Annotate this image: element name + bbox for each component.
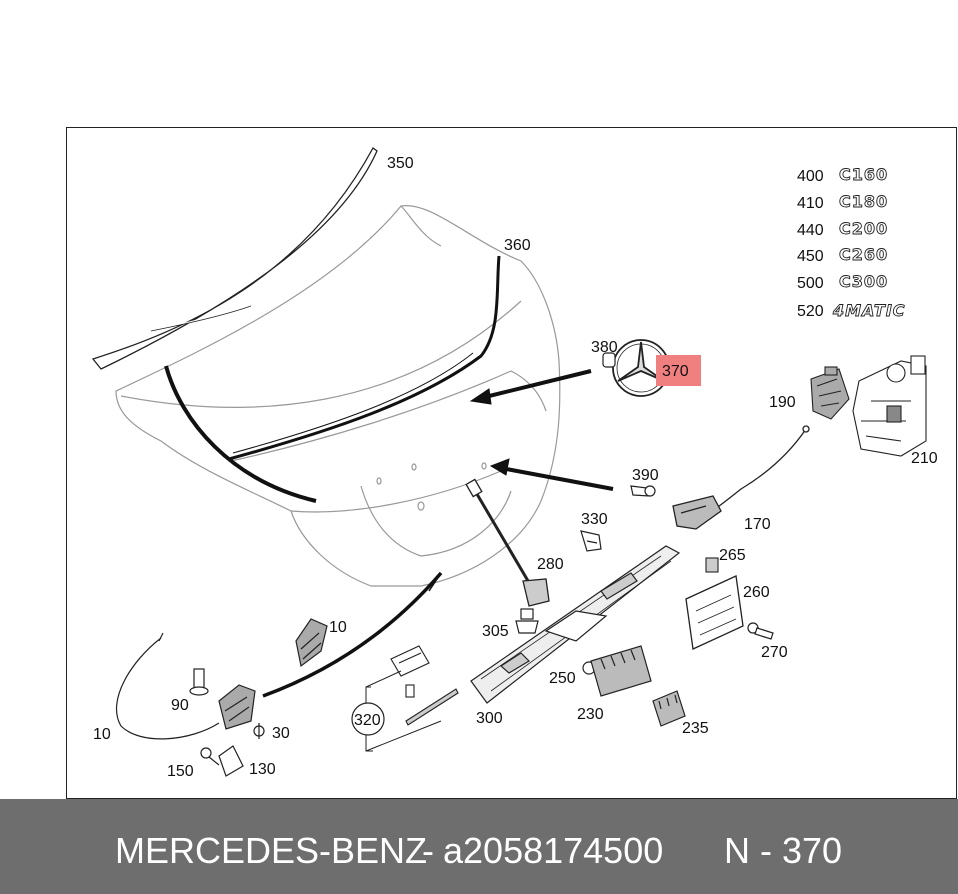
variant-code[interactable]: 440 <box>797 222 824 239</box>
screw-part-270[interactable] <box>747 622 774 640</box>
connector-part-235[interactable] <box>652 690 686 727</box>
cable-part-170[interactable] <box>672 425 810 530</box>
callout-90[interactable]: 90 <box>171 697 189 714</box>
callout-265[interactable]: 265 <box>719 547 746 564</box>
callout-250[interactable]: 250 <box>549 670 576 687</box>
callout-270[interactable]: 270 <box>761 644 788 661</box>
callout-300[interactable]: 300 <box>476 710 503 727</box>
callout-350[interactable]: 350 <box>387 155 414 172</box>
bolt-part-390[interactable] <box>630 485 656 497</box>
clip-part-330[interactable] <box>580 530 602 552</box>
variant-code[interactable]: 520 <box>797 303 824 320</box>
bolt-part-90[interactable] <box>189 668 209 696</box>
callout-380[interactable]: 380 <box>591 339 618 356</box>
callout-circle-320 <box>351 702 385 736</box>
switch-part-230[interactable] <box>590 645 652 697</box>
brand-name: MERCEDES-BENZ <box>115 830 428 871</box>
callout-235[interactable]: 235 <box>682 720 709 737</box>
callout-230[interactable]: 230 <box>577 706 604 723</box>
screw-part-30[interactable] <box>253 723 265 739</box>
callout-390[interactable]: 390 <box>632 467 659 484</box>
callout-170[interactable]: 170 <box>744 516 771 533</box>
callout-10-lower[interactable]: 10 <box>93 726 111 743</box>
callout-30[interactable]: 30 <box>272 725 290 742</box>
parts-diagram-frame: 350 360 380 370 390 190 210 170 330 280 … <box>66 127 957 799</box>
bracket-plate-part-260[interactable] <box>685 575 744 650</box>
trunk-lid-drawing <box>115 205 561 587</box>
actuator-part-210[interactable] <box>852 355 927 457</box>
variant-badge: C200 <box>839 219 888 238</box>
screw-part-150[interactable] <box>200 747 220 766</box>
parts-diagram: 350 360 380 370 390 190 210 170 330 280 … <box>91 147 938 780</box>
callout-10-upper[interactable]: 10 <box>329 619 347 636</box>
part-number: a2058174500 <box>443 830 664 871</box>
variant-badge: 4MATIC <box>832 301 906 320</box>
clip-part-265[interactable] <box>705 557 719 573</box>
callout-330[interactable]: 330 <box>581 511 608 528</box>
callout-150[interactable]: 150 <box>167 763 194 780</box>
cable-part-10-lower[interactable] <box>115 632 220 740</box>
callout-370[interactable]: 370 <box>662 363 689 380</box>
retainer-part-305[interactable] <box>515 608 539 634</box>
footer-separator: - <box>422 830 434 871</box>
highlight-box-370 <box>656 355 701 386</box>
callout-305[interactable]: 305 <box>482 623 509 640</box>
pad-part-320[interactable] <box>390 645 459 726</box>
variant-badge: C160 <box>839 165 888 184</box>
variant-badge: C260 <box>839 245 888 264</box>
variant-badge: C180 <box>839 192 888 211</box>
assembly-arrows <box>262 369 614 698</box>
variant-code[interactable]: 450 <box>797 248 824 265</box>
handle-strip-part-300[interactable] <box>470 545 681 704</box>
hinge-part-10-upper[interactable] <box>295 618 328 668</box>
variant-code[interactable]: 400 <box>797 168 824 185</box>
clip-part-380[interactable] <box>602 352 616 368</box>
callout-280[interactable]: 280 <box>537 556 564 573</box>
cover-part-130[interactable] <box>218 745 244 777</box>
lock-module-part-190[interactable] <box>810 366 850 420</box>
callout-190[interactable]: 190 <box>769 394 796 411</box>
diagram-position: N - 370 <box>724 830 843 871</box>
callout-360[interactable]: 360 <box>504 237 531 254</box>
seal-strip-part-360[interactable] <box>164 255 501 503</box>
part-info-footer: MERCEDES-BENZ - a2058174500 N - 370 <box>0 799 958 894</box>
rod-part-280[interactable] <box>465 478 550 607</box>
variant-code[interactable]: 500 <box>797 275 824 292</box>
spoiler-part-350[interactable] <box>91 147 378 370</box>
variant-badge-legend: 400 C160 410 C180 440 C200 450 C260 500 … <box>797 165 906 321</box>
callout-260[interactable]: 260 <box>743 584 770 601</box>
variant-code[interactable]: 410 <box>797 195 824 212</box>
callout-320[interactable]: 320 <box>354 712 381 729</box>
hinge-part-lower[interactable] <box>218 684 256 730</box>
callout-130[interactable]: 130 <box>249 761 276 778</box>
variant-badge: C300 <box>839 272 888 291</box>
callout-210[interactable]: 210 <box>911 450 938 467</box>
